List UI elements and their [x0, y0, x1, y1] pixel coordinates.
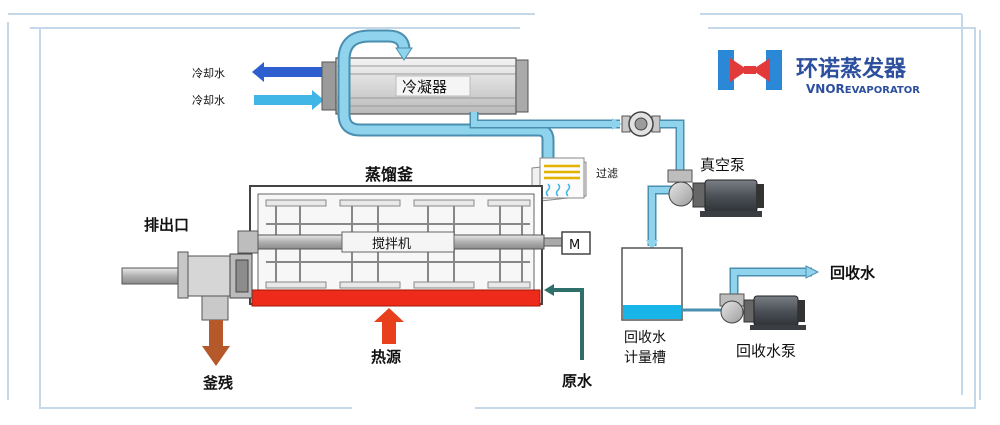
condenser-label: 冷凝器: [402, 78, 447, 96]
valve: [621, 111, 661, 137]
still-body: [237, 185, 545, 307]
vacuum-pump-label: 真空泵: [700, 156, 745, 174]
motor: [543, 231, 591, 255]
motor-label: M: [569, 238, 580, 253]
cooling-water-in-arrow: [254, 90, 324, 110]
residue-arrow: [202, 320, 230, 366]
vnor-logo-icon: [718, 50, 782, 90]
outlet-label: 排出口: [144, 216, 189, 234]
brand-name: 环诺蒸发器: [796, 56, 907, 82]
recovered-water-label: 回收水: [830, 264, 876, 282]
agitator-label: 搅拌机: [372, 236, 411, 252]
discharge-outlet: [121, 251, 253, 321]
frame-decoration: [7, 13, 981, 409]
recovery-line: [682, 265, 820, 312]
vacuum-pump: [667, 169, 764, 217]
cooling-water-out-label: 冷却水: [192, 67, 225, 80]
recovery-pump: [719, 293, 806, 330]
cooling-water-out-arrow: [252, 62, 324, 82]
recovery-pump-label: 回收水泵: [736, 342, 796, 360]
residue-label: 釜残: [202, 374, 233, 392]
still-label: 蒸馏釜: [365, 165, 414, 184]
raw-water-label: 原水: [562, 372, 593, 390]
brand-latin: VNOREVAPORATOR: [806, 82, 920, 96]
brand-logo: 环诺蒸发器 VNOREVAPORATOR: [718, 50, 920, 96]
cooling-water-in-label: 冷却水: [192, 94, 225, 107]
heat-source-arrow: [374, 308, 404, 344]
tank-label-line1: 回收水: [624, 330, 666, 346]
vapor-pipe: [337, 29, 555, 160]
heat-source-label: 热源: [371, 348, 401, 366]
condensate-pipe: [469, 112, 622, 130]
condenser: [321, 57, 529, 115]
tank-label-line2: 计量槽: [624, 350, 666, 366]
filter-label: 过滤: [596, 167, 618, 180]
metering-tank: [621, 247, 683, 321]
filter: [531, 157, 587, 203]
raw-water-pipe: [544, 284, 584, 360]
